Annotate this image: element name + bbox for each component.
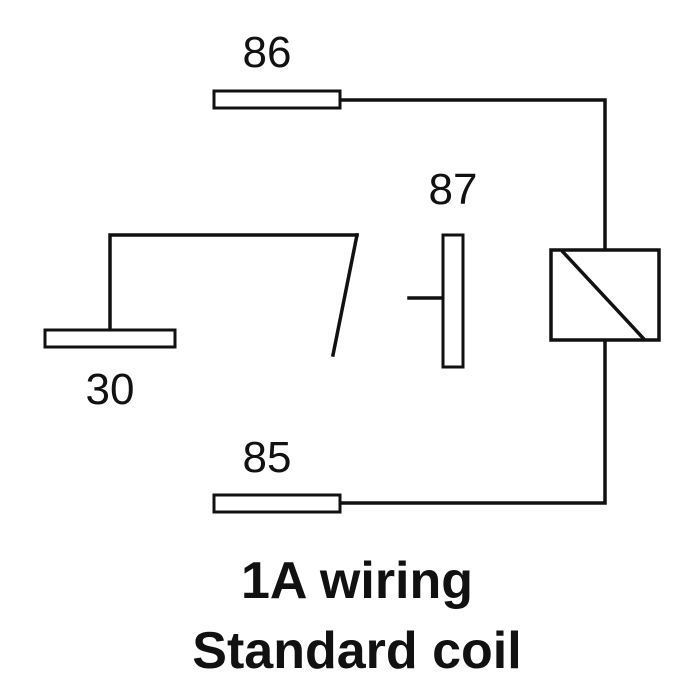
label-30: 30 [86, 365, 135, 414]
caption-line-2: Standard coil [192, 622, 521, 680]
terminal-86 [212, 89, 342, 110]
terminal-85 [212, 493, 342, 514]
wire-86-to-coil [338, 98, 607, 252]
coil-diagonal [560, 249, 646, 341]
caption-line-1: 1A wiring [241, 552, 473, 610]
label-85: 85 [243, 433, 292, 482]
label-86: 86 [243, 28, 292, 77]
terminal-87 [441, 233, 465, 369]
label-87: 87 [429, 165, 478, 214]
wire-30-to-switch [108, 233, 359, 332]
wire-coil-to-85 [338, 338, 607, 505]
switch-arm [330, 232, 360, 358]
terminal-30 [43, 328, 177, 349]
